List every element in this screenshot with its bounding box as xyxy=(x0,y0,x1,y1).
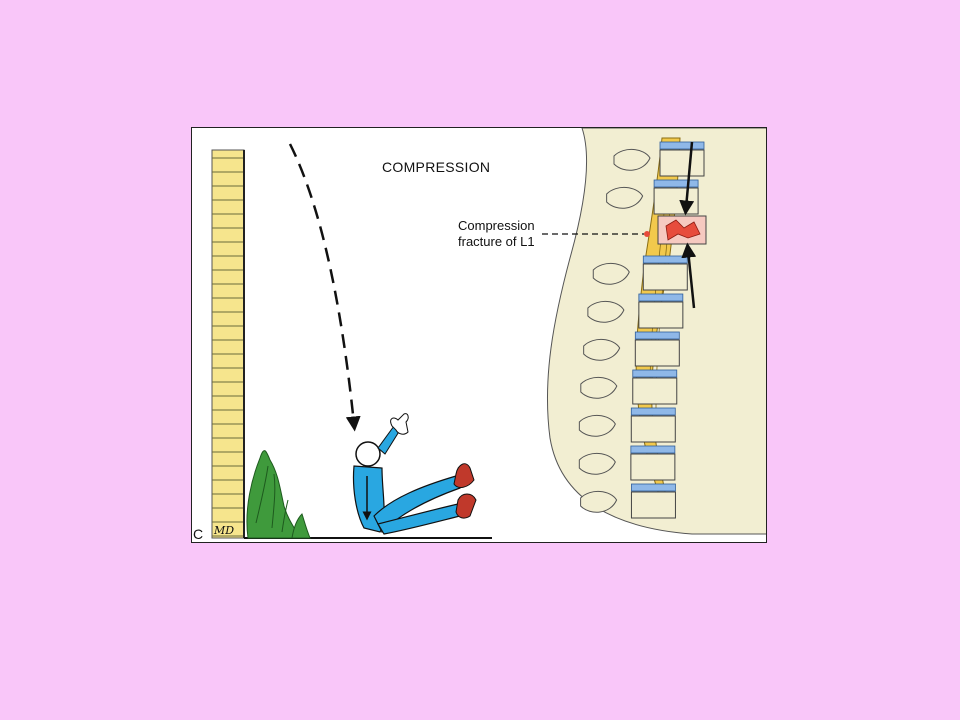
spinous-process xyxy=(587,301,625,323)
illustration-drawing xyxy=(211,128,766,539)
panel-letter: C xyxy=(193,526,204,542)
medical-illustration: COMPRESSION Compression fracture of L1 C… xyxy=(191,127,767,543)
vertebral-body xyxy=(632,377,678,405)
annotation-line-2: fracture of L1 xyxy=(458,234,535,249)
fall-trajectory-arrow xyxy=(288,143,361,432)
spinous-process xyxy=(578,453,616,475)
spinous-process xyxy=(580,491,618,513)
vertebral-body xyxy=(659,149,705,177)
intervertebral-disc xyxy=(634,331,680,340)
intervertebral-disc xyxy=(631,483,676,492)
annotation-line-1: Compression xyxy=(458,218,535,233)
vertebral-body xyxy=(630,415,676,443)
fracture-annotation: Compression fracture of L1 xyxy=(458,218,535,250)
spinous-process xyxy=(578,415,616,437)
compression-arrow-icon xyxy=(679,141,697,309)
spine-cross-section-icon xyxy=(546,128,766,535)
spinous-process xyxy=(613,149,651,171)
brick-wall-icon xyxy=(211,149,245,539)
spinous-process xyxy=(606,187,644,209)
vertebral-body xyxy=(634,339,680,367)
intervertebral-disc xyxy=(630,445,676,454)
vertebral-body xyxy=(630,453,676,481)
vertebral-body xyxy=(630,491,676,519)
shrub-icon xyxy=(246,450,311,539)
figure-title: COMPRESSION xyxy=(382,159,491,175)
vertebral-body xyxy=(638,301,684,329)
fracture-site xyxy=(644,215,707,245)
spinous-process xyxy=(592,263,630,285)
vertebral-body xyxy=(653,187,699,215)
intervertebral-disc xyxy=(659,141,705,150)
falling-person-icon xyxy=(352,413,477,535)
intervertebral-disc xyxy=(642,255,688,264)
artist-signature: MD xyxy=(214,524,235,537)
spinous-process xyxy=(580,377,618,399)
intervertebral-disc xyxy=(653,179,699,188)
vertebral-body xyxy=(642,263,688,291)
intervertebral-disc xyxy=(630,407,676,416)
intervertebral-disc xyxy=(632,369,678,378)
intervertebral-disc xyxy=(638,293,684,302)
spinous-process xyxy=(583,339,621,361)
